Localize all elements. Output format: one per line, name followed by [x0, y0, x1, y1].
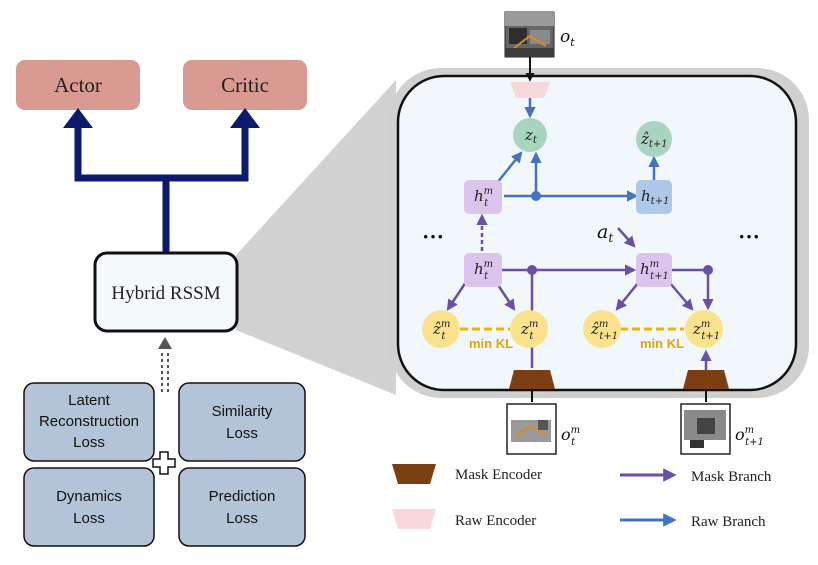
dynamics-loss-line1: Dynamics [56, 488, 122, 505]
latent-loss-line1: Latent [68, 392, 111, 409]
ellipsis-right: ··· [738, 224, 760, 249]
hybrid-rssm-label: Hybrid RSSM [111, 283, 220, 304]
raw-encoder-top [510, 82, 550, 98]
node-zhat-t1: ẑt+1 [636, 121, 672, 157]
arrowhead-to-critic [230, 108, 260, 128]
mask-encoder-left [509, 370, 555, 389]
actor-label: Actor [54, 73, 102, 97]
svg-text:ht+1: ht+1 [641, 187, 669, 207]
prediction-loss-box: Prediction Loss [178, 467, 306, 547]
legend-mask-encoder-swatch [392, 464, 436, 484]
legend-mask-branch-label: Mask Branch [691, 469, 772, 485]
mask-junction-dot-left [527, 265, 537, 275]
svg-text:hmt+1: hmt+1 [640, 259, 669, 282]
prediction-loss-line2: Loss [226, 510, 258, 527]
latent-loss-line2: Reconstruction [39, 413, 139, 430]
plus-icon [152, 451, 176, 475]
min-kl-label-left: min KL [469, 336, 513, 351]
similarity-loss-line1: Similarity [212, 403, 273, 420]
node-z-t: zt [513, 118, 547, 152]
zoom-wedge [236, 80, 396, 395]
svg-text:zmt: zmt [520, 319, 538, 342]
masked-observation-thumbnail-t1 [680, 403, 731, 455]
svg-text:zmt+1: zmt+1 [692, 319, 720, 342]
svg-text:hmt: hmt [474, 259, 493, 282]
actor-head: Actor [16, 60, 140, 110]
arrowhead-to-actor [63, 108, 93, 128]
masked-observation-thumbnail-t [506, 403, 557, 455]
svg-text:ẑmt+1: ẑmt+1 [590, 319, 618, 342]
latent-loss-line3: Loss [73, 434, 105, 451]
mask-encoder-right [683, 370, 729, 389]
dynamics-loss-line2: Loss [73, 510, 105, 527]
node-h-t1-raw: ht+1 [636, 180, 672, 214]
similarity-loss-line2: Loss [226, 425, 258, 442]
critic-head: Critic [183, 60, 307, 110]
raw-branch-arrows [496, 98, 660, 202]
rssm-to-heads-arrows [63, 108, 260, 256]
dynamics-loss-box: Dynamics Loss [23, 467, 155, 547]
legend-mask-encoder-label: Mask Encoder [455, 467, 542, 483]
svg-text:ẑmt: ẑmt [432, 319, 450, 342]
min-kl-label-right: min KL [640, 336, 684, 351]
latent-reconstruction-loss-box: Latent Reconstruction Loss [23, 382, 155, 462]
similarity-loss-box: Similarity Loss [178, 382, 306, 462]
legend-raw-encoder-swatch [392, 509, 436, 529]
prediction-loss-line1: Prediction [209, 488, 276, 505]
raw-junction-dot [531, 191, 541, 201]
mask-junction-dot-right [703, 265, 713, 275]
loss-to-rssm-arrow [158, 337, 172, 392]
obs-top-label: ot [560, 27, 575, 49]
observation-thumbnail-top [504, 11, 555, 58]
hybrid-rssm-box: Hybrid RSSM [93, 251, 239, 333]
rssm-detail-panel [396, 74, 798, 392]
svg-text:hmt: hmt [474, 186, 493, 209]
ellipsis-left: ··· [422, 224, 444, 249]
legend-raw-branch-label: Raw Branch [691, 514, 766, 530]
svg-text:zt: zt [524, 126, 538, 146]
critic-label: Critic [221, 73, 269, 97]
action-label: at [597, 221, 613, 245]
svg-text:ẑt+1: ẑt+1 [640, 130, 668, 150]
legend-raw-encoder-label: Raw Encoder [455, 513, 536, 529]
